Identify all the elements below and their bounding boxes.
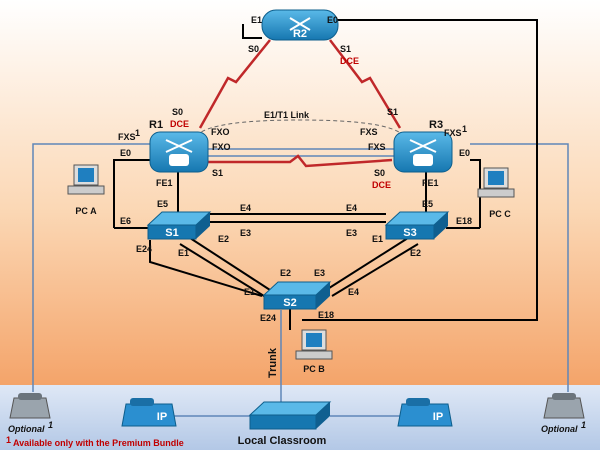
port-label: E5 [157,199,168,209]
port-label: E1 [244,287,255,297]
pc-b[interactable]: PC B [295,329,333,374]
port-label: E24 [136,244,152,254]
dce-label: DCE [340,56,359,66]
switch-s2[interactable]: S2 [262,281,332,310]
port-label: E0 [120,148,131,158]
analog-phone-right[interactable] [543,393,585,419]
port-label: E1 [251,15,262,25]
trunk-label: Trunk [267,347,279,378]
port-label: FXS [360,127,378,137]
r1-e0-link [113,159,150,228]
port-label: E1 [178,248,189,258]
port-label: E4 [240,203,251,213]
pc-c-label: PC C [489,209,511,219]
ip-phone-right[interactable]: IP [397,398,453,427]
r2-r3-serial [329,39,402,129]
router-r1[interactable]: R1 [149,119,209,173]
port-label: S1 [340,44,351,54]
phone-line-left [32,143,150,392]
fxo-fxs-lines [208,148,396,157]
analog-phone-left[interactable] [9,393,51,419]
r2-e0-to-s2-link [302,19,538,321]
s3-s2-link-a [325,237,409,291]
switch-s3[interactable]: S3 [384,211,450,240]
r2-r1-serial [198,39,271,129]
classroom-label: Local Classroom [238,435,327,447]
r1-label: R1 [149,119,163,131]
footnote-marker: 1 [6,435,11,445]
port-labels: E1 E0 S0 S1 DCE S0 DCE E1/T1 Link FXS 1 … [118,15,472,323]
e1t1-label: E1/T1 Link [264,110,310,120]
router-r3[interactable]: R3 [393,119,453,173]
superscript: 1 [462,124,467,134]
port-label: E0 [459,148,470,158]
optional-label-right: Optional [541,424,578,434]
port-label: S1 [212,168,223,178]
port-label: FXS [444,128,462,138]
port-label: S1 [387,107,398,117]
serial-links [198,39,402,168]
port-label: E4 [348,287,359,297]
port-label: FXS [118,132,136,142]
port-label: E6 [120,216,131,226]
e1t1-link [195,119,405,137]
phone-line-right [470,143,569,392]
port-label: S0 [172,107,183,117]
port-label: E4 [346,203,357,213]
ip-label-left: IP [157,411,167,423]
pc-a-label: PC A [75,206,97,216]
port-label: E3 [346,228,357,238]
superscript: 1 [581,420,586,430]
ip-label-right: IP [433,411,443,423]
port-label: E3 [240,228,251,238]
r2-e1-stub [242,24,262,39]
ip-phone-left[interactable]: IP [121,398,177,427]
port-label: E18 [456,216,472,226]
s3-s2-link-b [331,243,419,297]
s1-s2-link-a [189,237,271,291]
port-label: E2 [218,234,229,244]
pc-a[interactable]: PC A [67,164,105,216]
port-label: S0 [248,44,259,54]
r1-r3-serial [208,154,393,168]
port-label: E3 [314,268,325,278]
s3-label: S3 [403,227,416,239]
superscript: 1 [48,420,53,430]
port-label: E18 [318,310,334,320]
port-label: FXS [368,142,386,152]
dce-label: DCE [372,180,391,190]
footnote-text: Available only with the Premium Bundle [13,438,184,448]
switch-s1[interactable]: S1 [146,211,212,240]
s1-label: S1 [165,227,178,239]
port-label: E2 [280,268,291,278]
optional-label-left: Optional [8,424,45,434]
dce-label: DCE [170,119,189,129]
port-label: E24 [260,313,276,323]
superscript: 1 [135,128,140,138]
s1-s2-link-b [179,243,265,297]
port-label: E0 [327,15,338,25]
port-label: E5 [422,199,433,209]
s1-s2-link-e24 [149,240,263,297]
port-label: FE1 [422,178,439,188]
r3-e0-link [470,159,481,228]
r3-label: R3 [429,119,443,131]
ethernet-links [113,19,538,330]
phone-lines [32,143,569,417]
classroom-switch[interactable] [248,401,332,430]
port-label: FXO [212,142,231,152]
port-label: FE1 [156,178,173,188]
router-r2[interactable]: R2 [261,9,339,41]
pc-c[interactable]: PC C [477,167,515,219]
port-label: E2 [410,248,421,258]
port-label: E1 [372,234,383,244]
port-label: S0 [374,168,385,178]
port-label: FXO [211,127,230,137]
s2-label: S2 [283,297,296,309]
r2-label: R2 [293,28,307,40]
pc-b-label: PC B [303,364,325,374]
